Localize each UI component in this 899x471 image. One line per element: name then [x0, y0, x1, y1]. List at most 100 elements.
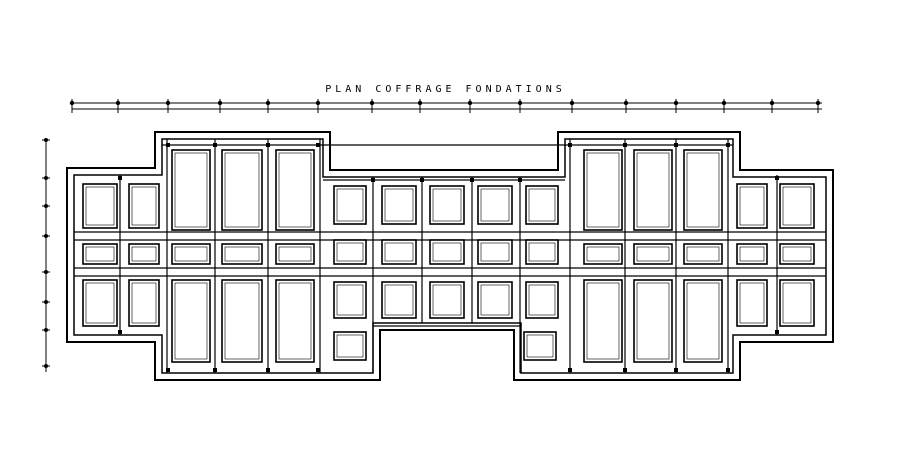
footing-pad-inner [586, 282, 620, 360]
footing-pad-inner [739, 186, 765, 226]
footing-pad-inner [739, 282, 765, 324]
plan-title-text: PLAN COFFRAGE FONDATIONS [325, 84, 566, 95]
footing-pad [523, 331, 557, 361]
column-marker [316, 368, 320, 372]
column-marker [568, 143, 572, 147]
foundation-beams [74, 139, 826, 373]
footing-pad [221, 149, 263, 231]
footing-pad [525, 281, 559, 319]
annotation-labels [118, 143, 779, 372]
column-marker [266, 143, 270, 147]
column-marker [518, 178, 522, 182]
footing-pad-inner [85, 282, 115, 324]
footing-pad-inner [586, 246, 620, 262]
footing-pad-inner [131, 282, 157, 324]
column-marker [213, 368, 217, 372]
footing-pad [82, 243, 118, 265]
footing-pad [429, 281, 465, 319]
footing-pad-inner [739, 246, 765, 262]
footing-pad [683, 243, 723, 265]
footing-pad [779, 183, 815, 229]
footing-pad-inner [480, 188, 510, 222]
footing-pad [333, 185, 367, 225]
footing-pad-inner [85, 246, 115, 262]
footing-pad [683, 149, 723, 231]
footing-pad [171, 279, 211, 363]
footing-pad [779, 279, 815, 327]
footing-pad-inner [131, 186, 157, 226]
column-marker [674, 368, 678, 372]
footing-pad [429, 185, 465, 225]
footing-pad [275, 279, 315, 363]
footing-pad-inner [174, 282, 208, 360]
footing-pad-inner [480, 284, 510, 316]
column-marker [568, 368, 572, 372]
footing-pad-inner [636, 246, 670, 262]
footing-pad-inner [336, 188, 364, 222]
footing-pad-inner [85, 186, 115, 226]
footing-pad-inner [336, 242, 364, 262]
footing-pad-inner [174, 152, 208, 228]
footing-pad [221, 279, 263, 363]
column-marker [726, 143, 730, 147]
footing-pad-inner [224, 246, 260, 262]
column-marker [118, 330, 122, 334]
footing-pad [736, 279, 768, 327]
footing-pad-inner [174, 246, 208, 262]
column-marker [623, 368, 627, 372]
footing-pad-inner [782, 246, 812, 262]
footing-pad [583, 243, 623, 265]
footing-pad-inner [782, 186, 812, 226]
column-marker [623, 143, 627, 147]
footing-pad [633, 243, 673, 265]
footing-pad-inner [686, 282, 720, 360]
footing-pad [333, 331, 367, 361]
footing-pad-inner [528, 242, 556, 262]
footing-pad-inner [432, 188, 462, 222]
footing-pad [633, 149, 673, 231]
footing-pad [128, 279, 160, 327]
footing-pad [477, 281, 513, 319]
column-marker [213, 143, 217, 147]
footing-pad [333, 239, 367, 265]
column-marker [166, 368, 170, 372]
left-dimension-marks [42, 138, 50, 368]
footing-pad-inner [278, 282, 312, 360]
column-marker [775, 330, 779, 334]
column-marker [674, 143, 678, 147]
footing-pad-inner [336, 284, 364, 316]
column-marker [470, 178, 474, 182]
footing-pad-inner [278, 152, 312, 228]
column-marker [316, 143, 320, 147]
footing-pad-inner [224, 152, 260, 228]
footing-pad [82, 279, 118, 327]
footing-pad [381, 239, 417, 265]
footing-pad-inner [336, 334, 364, 358]
column-marker [166, 143, 170, 147]
plan-title: PLAN COFFRAGE FONDATIONS [0, 84, 899, 95]
column-marker [371, 178, 375, 182]
footing-pad [381, 281, 417, 319]
column-marker [726, 368, 730, 372]
footing-pad-inner [686, 152, 720, 228]
footing-pad-inner [384, 242, 414, 262]
footing-pad [683, 279, 723, 363]
footing-pad-inner [636, 282, 670, 360]
footing-pad [583, 149, 623, 231]
footing-pad [381, 185, 417, 225]
footing-pad-inner [586, 152, 620, 228]
footing-pad [171, 243, 211, 265]
footing-pad [128, 183, 160, 229]
footing-pad-inner [636, 152, 670, 228]
footing-pad-inner [782, 282, 812, 324]
top-dimension-marks [69, 99, 821, 113]
column-marker [775, 176, 779, 180]
footing-pad [333, 281, 367, 319]
footing-pad [82, 183, 118, 229]
footing-pad [477, 185, 513, 225]
footing-pad-inner [384, 188, 414, 222]
footing-pad [583, 279, 623, 363]
footing-pad-inner [526, 334, 554, 358]
footing-pad [525, 239, 559, 265]
